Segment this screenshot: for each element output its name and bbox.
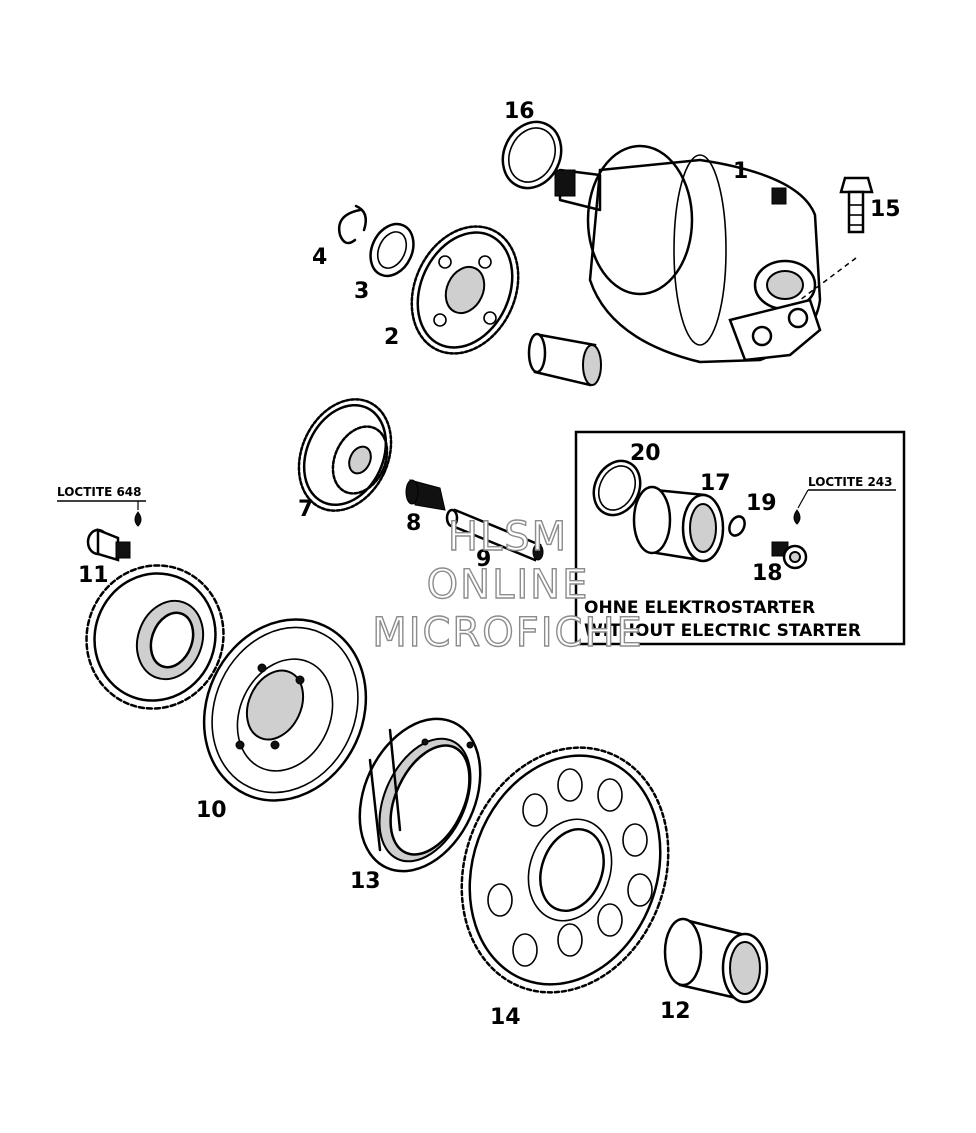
part-16-o-ring (501, 120, 563, 190)
callout-4: 4 (312, 245, 327, 270)
watermark-line2: ONLINE (427, 562, 590, 608)
watermark: HLSM ONLINE MICROFICHE (371, 513, 644, 656)
callout-13: 13 (350, 869, 381, 894)
callout-18: 18 (752, 561, 783, 586)
watermark-line1: HLSM (448, 514, 568, 560)
part-13-freewheel (358, 717, 482, 873)
part-8-needle-bearing (405, 479, 446, 511)
part-12-needle-cage (663, 917, 769, 1004)
inset-note-line1: OHNE ELEKTROSTARTER (584, 598, 815, 618)
callout-11: 11 (78, 563, 109, 588)
callout-14: 14 (490, 1005, 521, 1030)
inset-note-line2: WITHOUT ELECTRIC STARTER (584, 621, 861, 641)
part-17-bushing (632, 485, 725, 563)
callout-1: 1 (733, 159, 748, 184)
loctite-648-text: LOCTITE 648 (57, 485, 142, 499)
part-14-starter-gear (460, 746, 670, 994)
callout-19: 19 (746, 491, 777, 516)
callout-7: 7 (298, 497, 313, 522)
part-15-bolt (799, 176, 874, 301)
part-20-ring (592, 459, 642, 517)
watermark-line3: MICROFICHE (372, 610, 644, 656)
part-4-circlip (337, 204, 367, 245)
part-11-screw (86, 511, 142, 562)
loctite-648-label: LOCTITE 648 (57, 485, 146, 510)
part-10-rotor (202, 618, 368, 802)
part-9-shaft (445, 508, 544, 562)
inset-box (574, 430, 906, 646)
callout-12: 12 (660, 999, 691, 1024)
callout-9: 9 (476, 547, 491, 572)
part-3-washer (369, 222, 415, 278)
sleeve (527, 332, 602, 387)
callout-16: 16 (504, 99, 535, 124)
callout-20: 20 (630, 441, 661, 466)
part-7-double-gear (297, 398, 393, 512)
callout-17: 17 (700, 471, 731, 496)
callout-15: 15 (870, 197, 901, 222)
callout-3: 3 (354, 279, 369, 304)
part-2-gear (410, 225, 520, 355)
part-18-screw (771, 509, 808, 570)
callout-8: 8 (406, 511, 421, 536)
callout-10: 10 (196, 798, 227, 823)
loctite-243-text: LOCTITE 243 (808, 475, 893, 489)
callout-2: 2 (384, 325, 399, 350)
part-19-washer (728, 515, 746, 537)
loctite-243-label: LOCTITE 243 (797, 475, 896, 509)
part-1-starter-motor (554, 144, 822, 364)
gear-large-left (85, 564, 225, 710)
